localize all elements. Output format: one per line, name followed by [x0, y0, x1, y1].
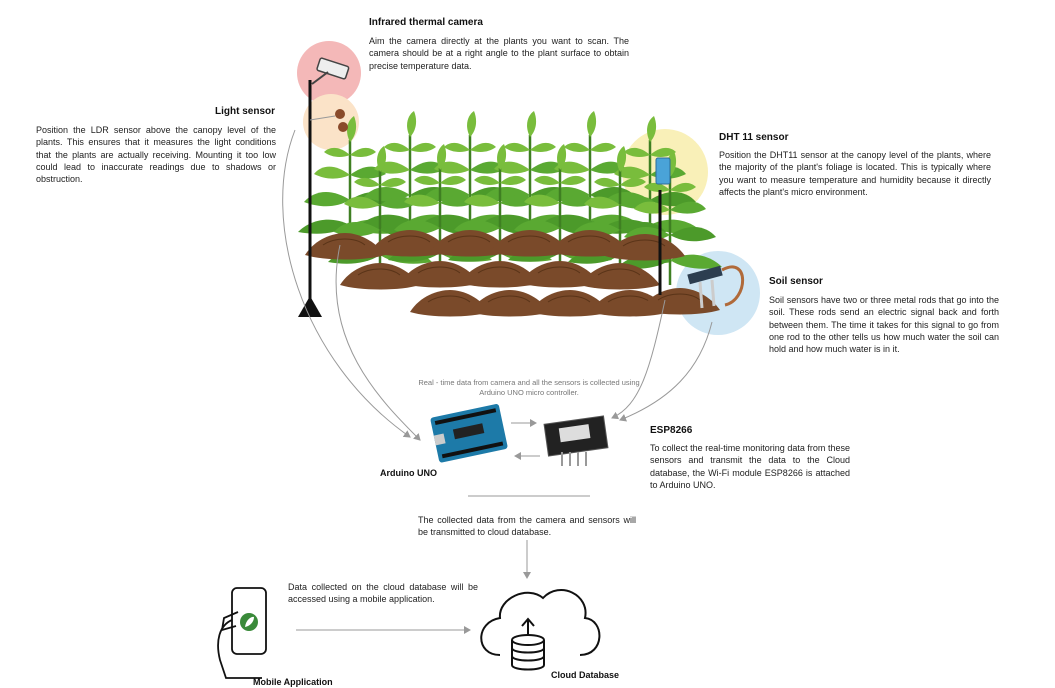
soil-sensor-title: Soil sensor [769, 276, 823, 287]
dht-pole [655, 157, 671, 295]
ldr-sensor-icon [309, 109, 348, 132]
light-highlight-circle [303, 94, 359, 150]
connector-arrows [282, 129, 713, 634]
dht-description: Position the DHT11 sensor at the canopy … [719, 150, 991, 197]
mobile-phone-icon [217, 587, 267, 679]
dht-title: DHT 11 sensor [719, 132, 789, 143]
collection-note: Real - time data from camera and all the… [418, 378, 640, 397]
sensor-pole [298, 80, 322, 317]
cloud-database-icon [480, 589, 601, 671]
soil-sensor-icon [687, 265, 745, 309]
light-sensor-title: Light sensor [215, 106, 276, 117]
thermal-camera-icon [311, 57, 350, 85]
arduino-label: Arduino UNO [380, 468, 437, 478]
light-sensor-description: Position the LDR sensor above the canopy… [36, 125, 276, 185]
transmit-note: The collected data from the camera and s… [418, 515, 636, 538]
arduino-board-icon [430, 404, 508, 463]
cloud-database-label: Cloud Database [551, 670, 620, 680]
camera-description: Aim the camera directly at the plants yo… [369, 36, 629, 71]
camera-title: Infrared thermal camera [369, 17, 483, 28]
esp8266-description: To collect the real-time monitoring data… [650, 443, 850, 490]
esp8266-title: ESP8266 [650, 425, 693, 436]
soil-sensor-description: Soil sensors have two or three metal rod… [769, 295, 999, 355]
esp8266-module-icon [543, 415, 609, 466]
mobile-app-label: Mobile Application [253, 677, 333, 687]
mobile-description: Data collected on the cloud database wil… [288, 582, 478, 605]
